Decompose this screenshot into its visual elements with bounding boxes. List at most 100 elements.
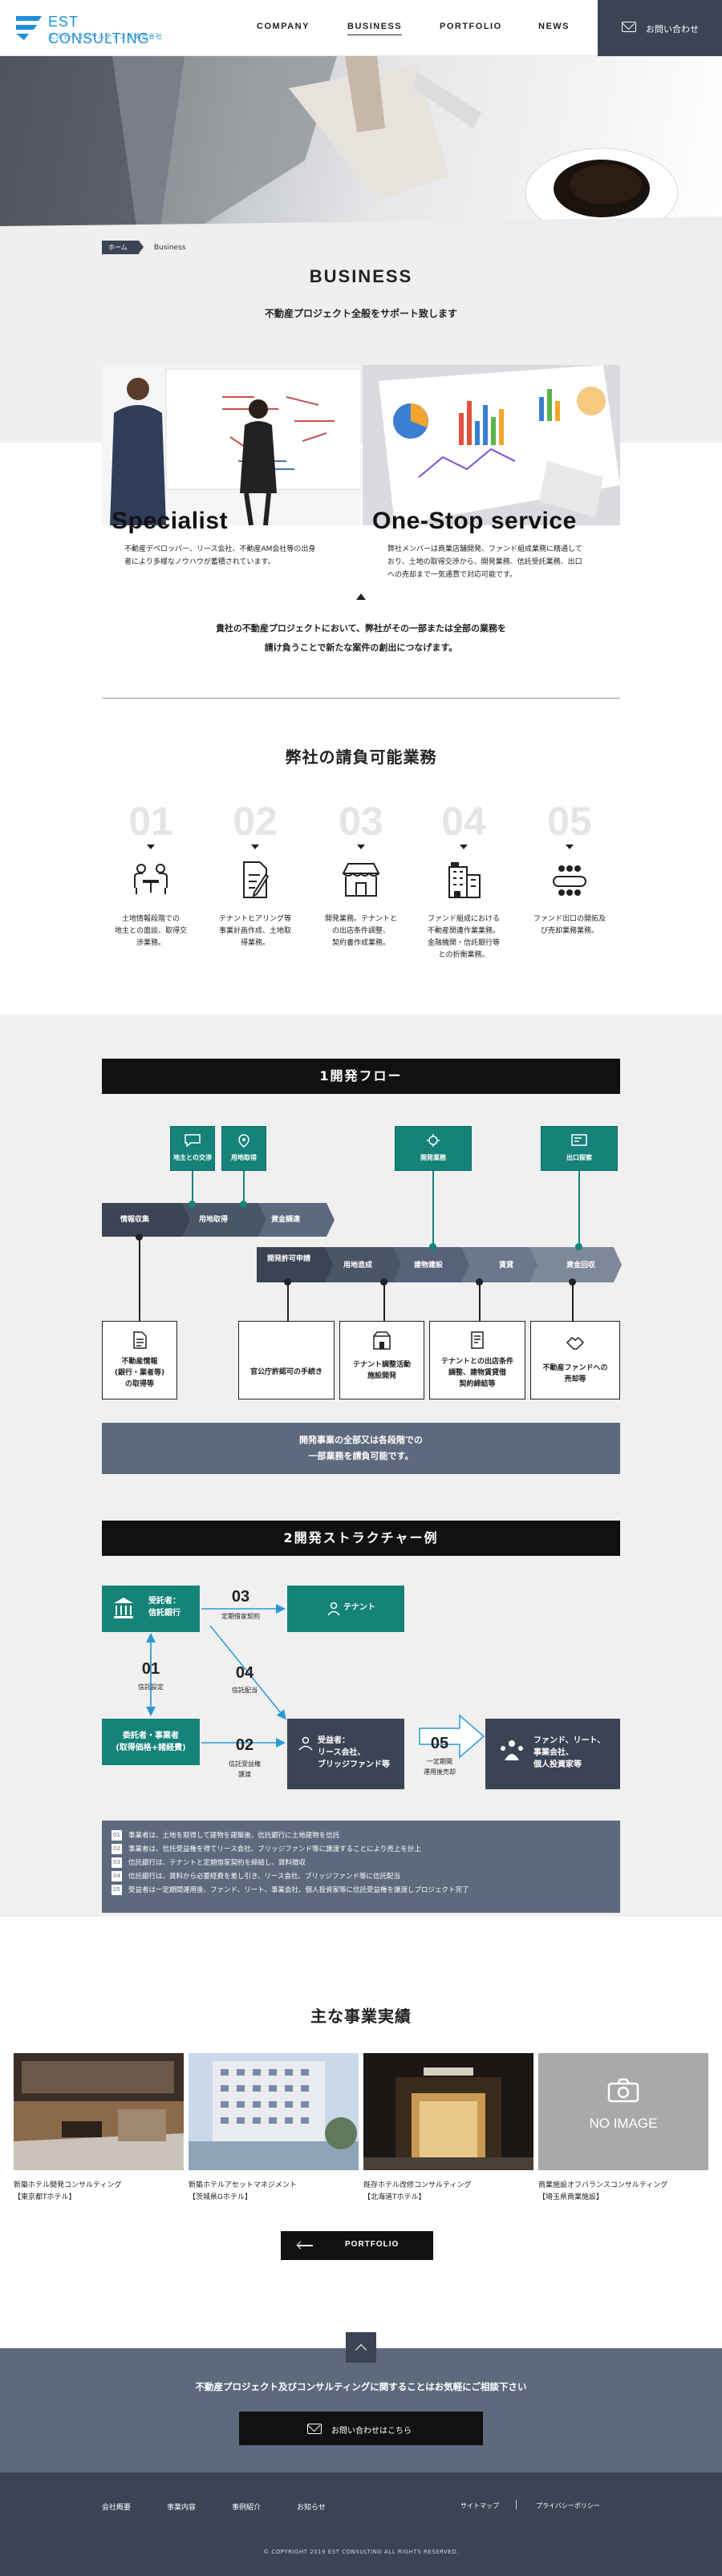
contact-label: お問い合わせ	[646, 24, 699, 34]
flow-step-lease: 賃貸	[499, 1262, 514, 1270]
header-contact-button[interactable]: お問い合わせ	[598, 0, 722, 56]
footer-link-news[interactable]: お知らせ	[297, 2504, 326, 2512]
footer-link-sitemap[interactable]: サイトマップ	[460, 2502, 499, 2509]
service-text: 開発業務。テナントとの出店条件調整、契約書作成業務。	[324, 915, 397, 947]
connector-line	[192, 1171, 193, 1205]
back-to-top-button[interactable]	[346, 2332, 376, 2363]
card-one-stop: One-Stop service 弊社メンバーは商業店舗開発、ファンド組成業務に…	[363, 508, 620, 589]
flow-chevrons-row2	[257, 1247, 622, 1282]
step-04-number: 04	[235, 1664, 254, 1682]
card-specialist-text: 不動産デベロッパー、リース会社、不動産AM会社等の出身者により多様なノウハウが蓄…	[124, 545, 316, 566]
cta-contact-button[interactable]: お問い合わせはこちら	[239, 2412, 483, 2445]
service-item: 04 ファンド組成における不動産関連作業業務。金融機関・信託銀行等との折衝業務。	[416, 798, 512, 962]
connector-dot	[284, 1278, 291, 1286]
connector-dot	[380, 1278, 387, 1286]
service-item: 02 テナントヒアリング等事業計画作成、土地取得業務。	[207, 798, 303, 950]
specialist-photo	[102, 365, 361, 525]
arrow-down-icon	[251, 844, 259, 849]
work-caption: 商業施設オフバランスコンサルティング【埼玉県商業施設】	[538, 2181, 668, 2201]
portfolio-button[interactable]: PORTFOLIO	[281, 2231, 433, 2260]
service-number: 02	[233, 799, 278, 844]
store-building-icon	[373, 1331, 391, 1350]
work-item[interactable]: NO IMAGE 商業施設オフバランスコンサルティング【埼玉県商業施設】	[538, 2053, 708, 2204]
hotel-entrance-photo	[363, 2053, 533, 2170]
works-title: 主な事業実績	[310, 2007, 412, 2026]
connector-line	[139, 1237, 140, 1321]
card-one-stop-text: 弊社メンバーは商業店舗開発、ファンド組成業務に精通しており、土地の取得交渉から、…	[387, 545, 582, 579]
work-photo-placeholder: NO IMAGE	[538, 2053, 708, 2170]
connector-line	[287, 1282, 289, 1321]
flow-step-land-prep: 用地造成	[343, 1262, 373, 1270]
divider	[102, 698, 620, 699]
document-pen-icon	[243, 861, 270, 898]
arrow-down-icon	[147, 844, 155, 849]
arrow-down-icon	[460, 844, 468, 849]
service-text: テナントヒアリング等事業計画作成、土地取得業務。	[218, 915, 291, 947]
logo[interactable]: EST CONSULTING エスティコンサルティング株式会社	[14, 11, 167, 47]
connector-line	[572, 1282, 574, 1321]
step-02-number: 02	[235, 1736, 254, 1754]
card-one-stop-title: One-Stop service	[372, 508, 577, 534]
connector-dot	[476, 1278, 483, 1286]
service-text: ファンド出口の開拓及び売却業務業務。	[533, 915, 606, 935]
work-item[interactable]: 既存ホテル改修コンサルティング【北海道Tホテル】	[363, 2053, 533, 2204]
service-item: 03 開発業務。テナントとの出店条件調整、契約書作成業務。	[313, 798, 409, 950]
flow-step-recovery: 資金回収	[566, 1262, 596, 1270]
site-footer: 会社概要 事業内容 事例紹介 お知らせ サイトマップ プライバシーポリシー © …	[0, 2473, 722, 2576]
service-text: ファンド組成における不動産関連作業業務。金融機関・信託銀行等との折衝業務。	[427, 915, 500, 959]
work-caption: 既存ホテル改修コンサルティング【北海道Tホテル】	[363, 2181, 472, 2201]
flow-step-funding: 資金調達	[271, 1216, 301, 1224]
building-icon	[448, 862, 481, 898]
footer-link-business[interactable]: 事業内容	[167, 2504, 197, 2512]
logo-text: EST CONSULTING	[48, 14, 150, 47]
contract-icon	[471, 1331, 484, 1349]
step-05-number: 05	[430, 1735, 449, 1752]
work-photo	[363, 2053, 533, 2170]
connector-dot	[189, 1201, 196, 1208]
connector-line	[243, 1171, 245, 1205]
step-04-label: 信託配当	[232, 1687, 258, 1694]
connector-dot	[575, 1243, 582, 1250]
mail-icon	[622, 22, 636, 32]
flow-teal-exit: 出口探索	[541, 1126, 618, 1171]
flow-teal-landowner: 地主との交渉	[170, 1126, 215, 1171]
nav-news[interactable]: NEWS	[538, 22, 570, 31]
work-photo	[14, 2053, 184, 2170]
mail-icon	[307, 2424, 322, 2434]
document-icon	[133, 1331, 147, 1349]
map-pin-icon	[238, 1134, 249, 1148]
structure-title: 2開発ストラクチャー例	[102, 1521, 620, 1556]
work-caption: 新築ホテル開発コンサルティング【東京都Tホテル】	[14, 2181, 122, 2201]
step-03-number: 03	[231, 1588, 250, 1606]
card-specialist: Specialist 不動産デベロッパー、リース会社、不動産AM会社等の出身者に…	[102, 508, 361, 589]
service-text: 土地情報段階での地主との面談、取得交渉業務。	[115, 915, 187, 947]
hotel-building-photo	[189, 2053, 359, 2170]
breadcrumb-home[interactable]: ホーム	[102, 241, 144, 254]
flow-teal-land-acquisition: 用地取得	[221, 1126, 266, 1171]
connector-line	[479, 1282, 481, 1321]
footer-link-privacy[interactable]: プライバシーポリシー	[536, 2502, 600, 2509]
work-caption: 新築ホテルアセットマネジメント【茨城県Gホテル】	[189, 2181, 297, 2201]
flow-step-construction: 建物建設	[414, 1262, 444, 1270]
footer-link-company[interactable]: 会社概要	[102, 2504, 132, 2512]
structure-arrows	[146, 1604, 485, 1759]
nav-business[interactable]: BUSINESS	[347, 22, 403, 35]
conference-icon	[553, 865, 586, 896]
service-number: 05	[547, 799, 592, 844]
contact-cta-section	[0, 2348, 722, 2473]
logo-mark-icon	[16, 16, 42, 40]
one-stop-photo-illustration	[363, 365, 620, 525]
nav-company[interactable]: COMPANY	[257, 22, 310, 31]
camera-icon	[607, 2078, 639, 2103]
nav-portfolio[interactable]: PORTFOLIO	[440, 22, 502, 31]
portfolio-button-label: PORTFOLIO	[345, 2240, 400, 2249]
work-item[interactable]: 新築ホテル開発コンサルティング【東京都Tホテル】	[14, 2053, 184, 2204]
footer-link-cases[interactable]: 事例紹介	[232, 2504, 262, 2512]
work-item[interactable]: 新築ホテルアセットマネジメント【茨城県Gホテル】	[189, 2053, 359, 2204]
user-icon	[298, 1736, 313, 1751]
step-05-label: 一定期間運用後売却	[424, 1758, 456, 1776]
breadcrumb-current: Business	[153, 244, 186, 252]
lead-text: 貴社の不動産プロジェクトにおいて、弊社がその一部または全部の業務を請け負うことで…	[215, 623, 507, 653]
